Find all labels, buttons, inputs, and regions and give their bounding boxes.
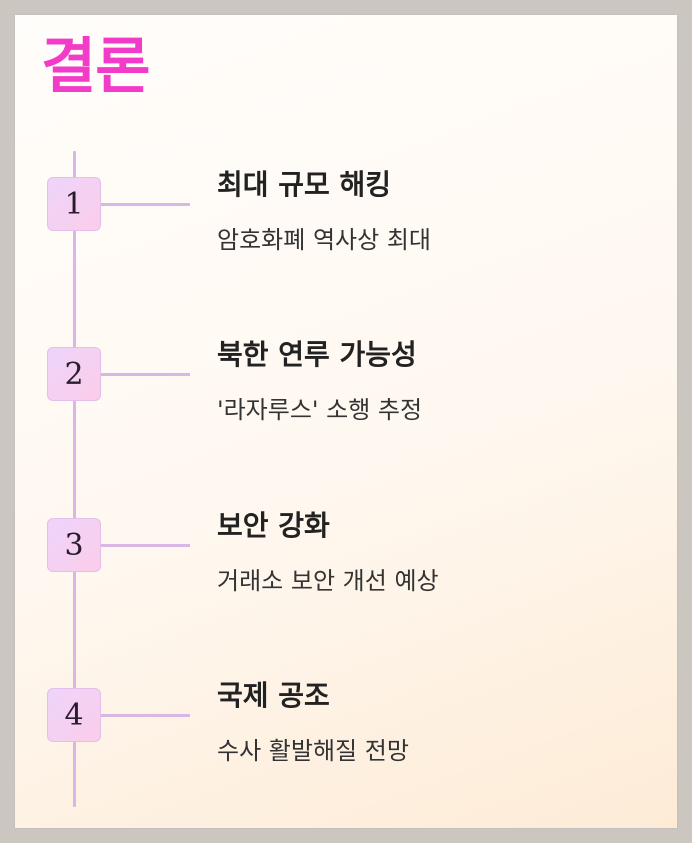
step-number-badge: 4 bbox=[47, 688, 101, 742]
step-connector bbox=[101, 373, 190, 376]
step-number-badge: 3 bbox=[47, 518, 101, 572]
step-connector bbox=[101, 714, 190, 717]
timeline-line bbox=[73, 151, 76, 807]
step-description: 수사 활발해질 전망 bbox=[217, 737, 409, 765]
timeline-step-3: 3 보안 강화 거래소 보안 개선 예상 bbox=[15, 509, 677, 638]
slide-title: 결론 bbox=[41, 32, 150, 102]
step-heading: 보안 강화 bbox=[217, 509, 330, 542]
step-heading: 국제 공조 bbox=[217, 679, 330, 712]
step-number-badge: 1 bbox=[47, 177, 101, 231]
step-heading: 북한 연루 가능성 bbox=[217, 338, 417, 371]
step-connector bbox=[101, 203, 190, 206]
timeline-step-4: 4 국제 공조 수사 활발해질 전망 bbox=[15, 679, 677, 808]
step-description: 암호화폐 역사상 최대 bbox=[217, 226, 431, 254]
slide-card: 결론 1 최대 규모 해킹 암호화폐 역사상 최대 2 북한 연루 가능성 '라… bbox=[15, 15, 677, 828]
step-number-badge: 2 bbox=[47, 347, 101, 401]
step-connector bbox=[101, 544, 190, 547]
step-description: '라자루스' 소행 추정 bbox=[217, 396, 423, 424]
step-heading: 최대 규모 해킹 bbox=[217, 168, 392, 201]
timeline-step-1: 1 최대 규모 해킹 암호화폐 역사상 최대 bbox=[15, 168, 677, 297]
timeline-step-2: 2 북한 연루 가능성 '라자루스' 소행 추정 bbox=[15, 338, 677, 467]
step-description: 거래소 보안 개선 예상 bbox=[217, 567, 439, 595]
